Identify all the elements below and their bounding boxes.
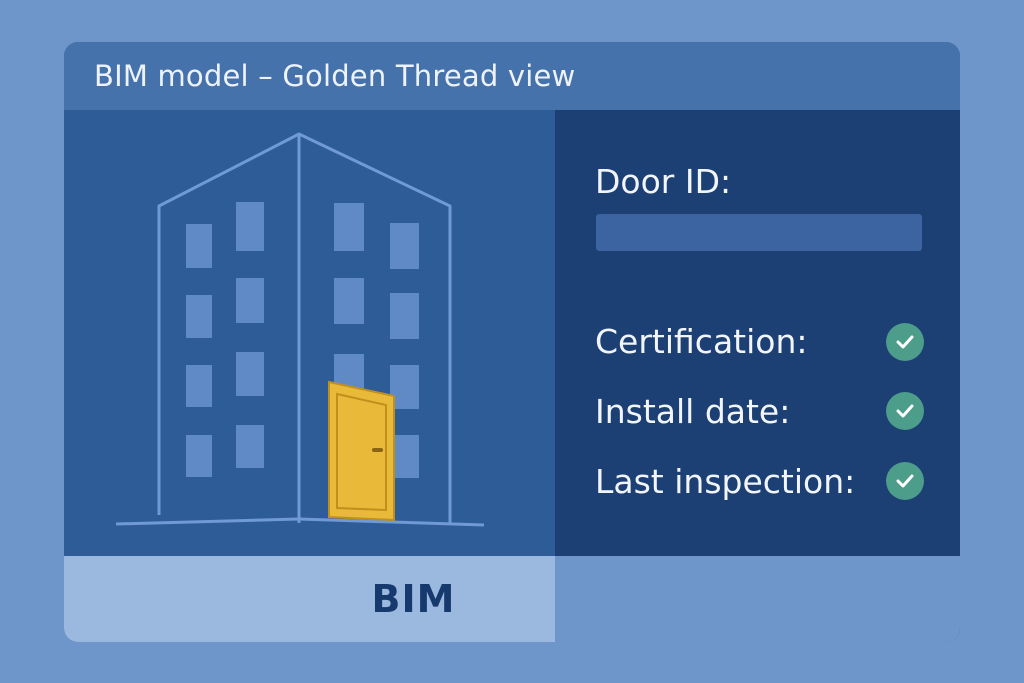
certification-label: Certification: [595, 322, 808, 361]
door-info-panel: Door ID: Certification: Install date: La… [555, 110, 960, 556]
door-id-label: Door ID: [595, 162, 732, 201]
building-model-illustration [115, 132, 485, 527]
bim-tab-label: BIM [371, 577, 456, 621]
bim-tab[interactable]: BIM [64, 556, 555, 642]
title-bar: BIM model – Golden Thread view [64, 42, 960, 110]
left-facade-windows [186, 202, 264, 477]
door-icon[interactable] [328, 380, 395, 522]
install-date-label: Install date: [595, 392, 791, 431]
window-title: BIM model – Golden Thread view [94, 59, 576, 93]
bim-model-panel [64, 110, 555, 556]
check-icon [886, 323, 924, 361]
last-inspection-label: Last inspection: [595, 462, 856, 501]
footer-right-area [555, 556, 960, 642]
building-outline [115, 132, 485, 527]
right-facade-windows [334, 203, 419, 478]
door-id-field[interactable] [596, 214, 922, 251]
check-icon [886, 392, 924, 430]
golden-thread-window: BIM model – Golden Thread view [64, 42, 960, 642]
check-icon [886, 462, 924, 500]
